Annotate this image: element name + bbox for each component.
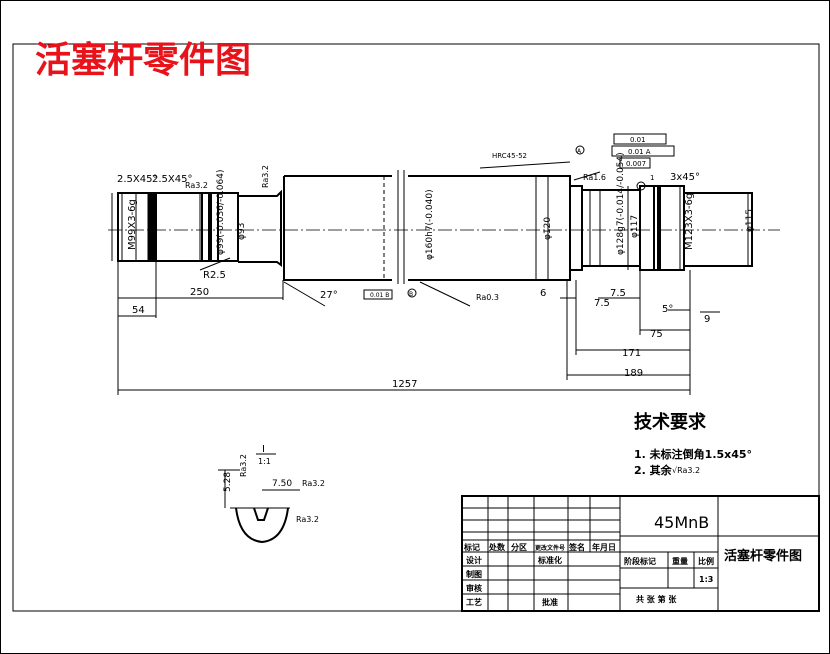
length-1257-label: 1257 bbox=[392, 379, 417, 390]
length-6-label: 6 bbox=[540, 288, 546, 299]
thread-right-label: M123X3-6g bbox=[684, 193, 695, 250]
title-block: 45MnB 活塞杆零件图 标记 处数 分区 更改文件号 签名 年月日 设计 制图… bbox=[461, 495, 820, 612]
surface-finish-symbol: √Ra3.2 bbox=[672, 466, 700, 475]
tolerance-a: 0.01 A bbox=[628, 148, 651, 156]
length-171-label: 171 bbox=[622, 348, 641, 359]
row-design: 设计 bbox=[466, 555, 482, 565]
length-54-label: 54 bbox=[132, 305, 145, 316]
length-7-5a-label: 7.5 bbox=[594, 298, 610, 309]
drawing-title: 活塞杆零件图 bbox=[35, 39, 251, 81]
inner-frame bbox=[12, 43, 820, 612]
sheet-count-label: 共 张 第 张 bbox=[636, 594, 677, 604]
chamfer-label-2: 2.5X45° bbox=[152, 174, 192, 185]
phi120-label: φ120 bbox=[543, 217, 553, 240]
detail-label-bottom: 1:1 bbox=[258, 457, 271, 466]
chamfer-label-1: 2.5X45° bbox=[117, 174, 157, 185]
shaft-outline bbox=[117, 170, 753, 284]
length-9-label: 9 bbox=[704, 314, 710, 325]
header-doc: 更改文件号 bbox=[535, 544, 565, 552]
thread-left-label: M99X3-6g bbox=[127, 199, 138, 250]
roughness-label-16: Ra1.6 bbox=[583, 173, 606, 182]
length-75-label: 75 bbox=[650, 329, 663, 340]
detail-dim-750: 7.50 bbox=[272, 479, 292, 489]
header-mark: 标记 bbox=[463, 542, 480, 552]
tech-req-heading: 技术要求 bbox=[634, 411, 707, 433]
detail-ra32-3: Ra3.2 bbox=[296, 515, 319, 524]
datum-b: B bbox=[409, 291, 413, 298]
tolerance-flat: 0.01 bbox=[630, 136, 646, 144]
roughness-label-03: Ra0.3 bbox=[476, 293, 499, 302]
angle-5-label: 5° bbox=[662, 304, 673, 315]
length-250-label: 250 bbox=[190, 287, 209, 298]
roughness-label-b: Ra3.2 bbox=[261, 165, 270, 188]
scale-value: 1:3 bbox=[699, 575, 713, 584]
ref-mark: 1 bbox=[650, 174, 654, 182]
detail-label-top: I bbox=[262, 444, 265, 455]
row-check: 审核 bbox=[466, 583, 482, 593]
chamfer-label-3: 3x45° bbox=[670, 172, 700, 183]
approve-label: 批准 bbox=[542, 597, 558, 607]
detail-ra32-1: Ra3.2 bbox=[239, 454, 248, 477]
phi117-label: φ117 bbox=[630, 215, 640, 238]
radius-label: R2.5 bbox=[203, 270, 226, 281]
tech-req-item-2: 2. 其余 bbox=[634, 463, 673, 477]
detail-view: I 1:1 5.28 7.50 Ra3.2 Ra3.2 Ra3.2 bbox=[218, 444, 325, 544]
datum-a: A bbox=[577, 148, 582, 155]
length-189-label: 189 bbox=[624, 368, 643, 379]
scale-label: 比例 bbox=[698, 556, 714, 566]
angle-label: 27° bbox=[320, 290, 338, 301]
phi93-left-label: φ93 bbox=[147, 223, 157, 240]
phi128-label: φ128g7(-0.014/-0.054) bbox=[616, 152, 626, 255]
dimension-lines bbox=[111, 161, 749, 395]
part-name-label: 活塞杆零件图 bbox=[724, 548, 802, 564]
tolerance-perp: 0.007 bbox=[626, 160, 646, 168]
tolerance-frames: 0.01 0.01 A 0.007 0.01 B A B 1 bbox=[363, 133, 675, 300]
phi93-right-label: φ93 bbox=[237, 223, 247, 240]
header-sign: 签名 bbox=[568, 542, 585, 552]
phi115-label: φ115 bbox=[745, 209, 755, 232]
phi160-label: φ160h7(-0.040) bbox=[425, 189, 435, 260]
phi99-label: φ99(-0.036/-0.064) bbox=[216, 170, 226, 255]
length-7-5b-label: 7.5 bbox=[610, 288, 626, 299]
tolerance-runout: 0.01 B bbox=[370, 292, 389, 299]
stage-label: 阶段标记 bbox=[624, 556, 656, 566]
roughness-label-a: Ra3.2 bbox=[185, 181, 208, 190]
header-zone: 分区 bbox=[511, 542, 527, 552]
detail-ra32-2: Ra3.2 bbox=[302, 479, 325, 488]
header-date: 年月日 bbox=[592, 542, 616, 552]
tech-req-item-1: 1. 未标注倒角1.5x45° bbox=[634, 447, 752, 461]
standardization-label: 标准化 bbox=[537, 555, 562, 565]
row-draw: 制图 bbox=[466, 569, 482, 579]
dimension-labels: 2.5X45° 2.5X45° Ra3.2 Ra3.2 HRC45-52 Ra1… bbox=[117, 152, 755, 390]
detail-dim-528: 5.28 bbox=[223, 472, 233, 492]
weight-label: 重量 bbox=[672, 556, 688, 566]
technical-requirements: 技术要求 1. 未标注倒角1.5x45° 2. 其余 √Ra3.2 bbox=[634, 411, 752, 477]
hardness-label: HRC45-52 bbox=[492, 152, 527, 160]
material-label: 45MnB bbox=[654, 513, 709, 532]
row-process: 工艺 bbox=[466, 597, 482, 607]
header-count: 处数 bbox=[488, 542, 506, 552]
